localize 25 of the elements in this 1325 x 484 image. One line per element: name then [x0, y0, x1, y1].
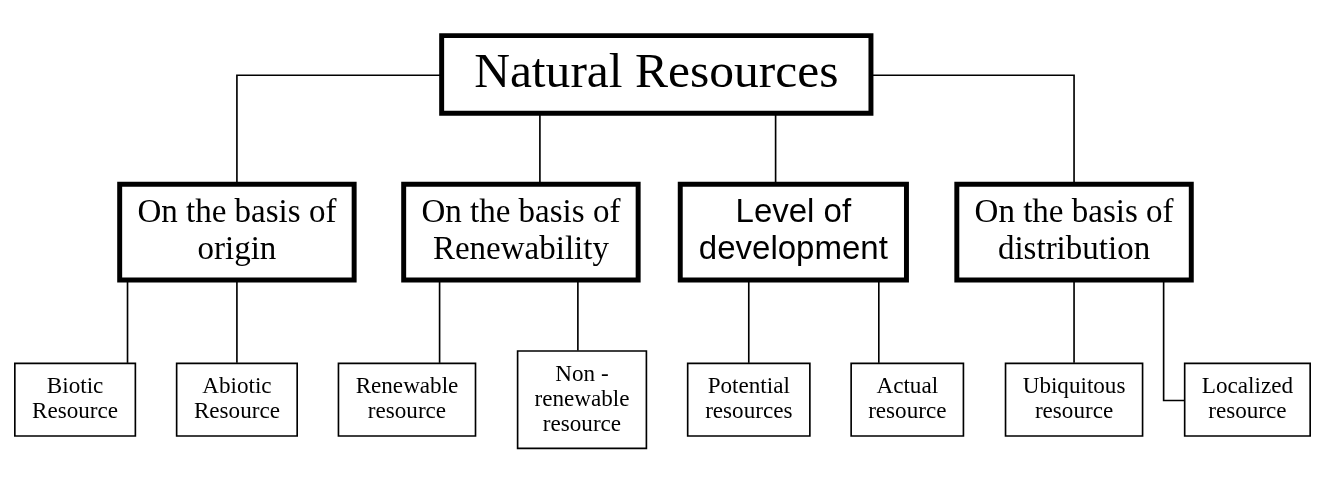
connector: [126, 279, 129, 364]
connector: [870, 74, 1075, 185]
connector: [774, 112, 777, 185]
node-box: Biotic Resource: [14, 362, 137, 437]
connector: [539, 112, 541, 185]
connector: [877, 279, 880, 364]
connector: [577, 279, 579, 352]
connector: [747, 279, 750, 364]
connector: [438, 279, 441, 364]
node-box: Localized resource: [1183, 362, 1311, 437]
node-box: Abiotic Resource: [175, 362, 298, 437]
node-box: Non - renewable resource: [516, 350, 648, 450]
node-box: Level of development: [677, 181, 909, 283]
node-box: Renewable resource: [337, 362, 477, 437]
connector: [1073, 279, 1075, 364]
node-box: On the basis of distribution: [954, 181, 1194, 283]
node-box: Ubiquitous resource: [1004, 362, 1144, 437]
node-box: Potential resources: [686, 362, 811, 437]
connector: [236, 74, 442, 185]
node-box: On the basis of Renewability: [401, 181, 641, 283]
node-box: On the basis of origin: [117, 181, 357, 283]
node-box: Actual resource: [850, 362, 965, 437]
node-box: Natural Resources: [439, 33, 874, 116]
connector: [236, 279, 238, 364]
connector: [1162, 279, 1186, 402]
